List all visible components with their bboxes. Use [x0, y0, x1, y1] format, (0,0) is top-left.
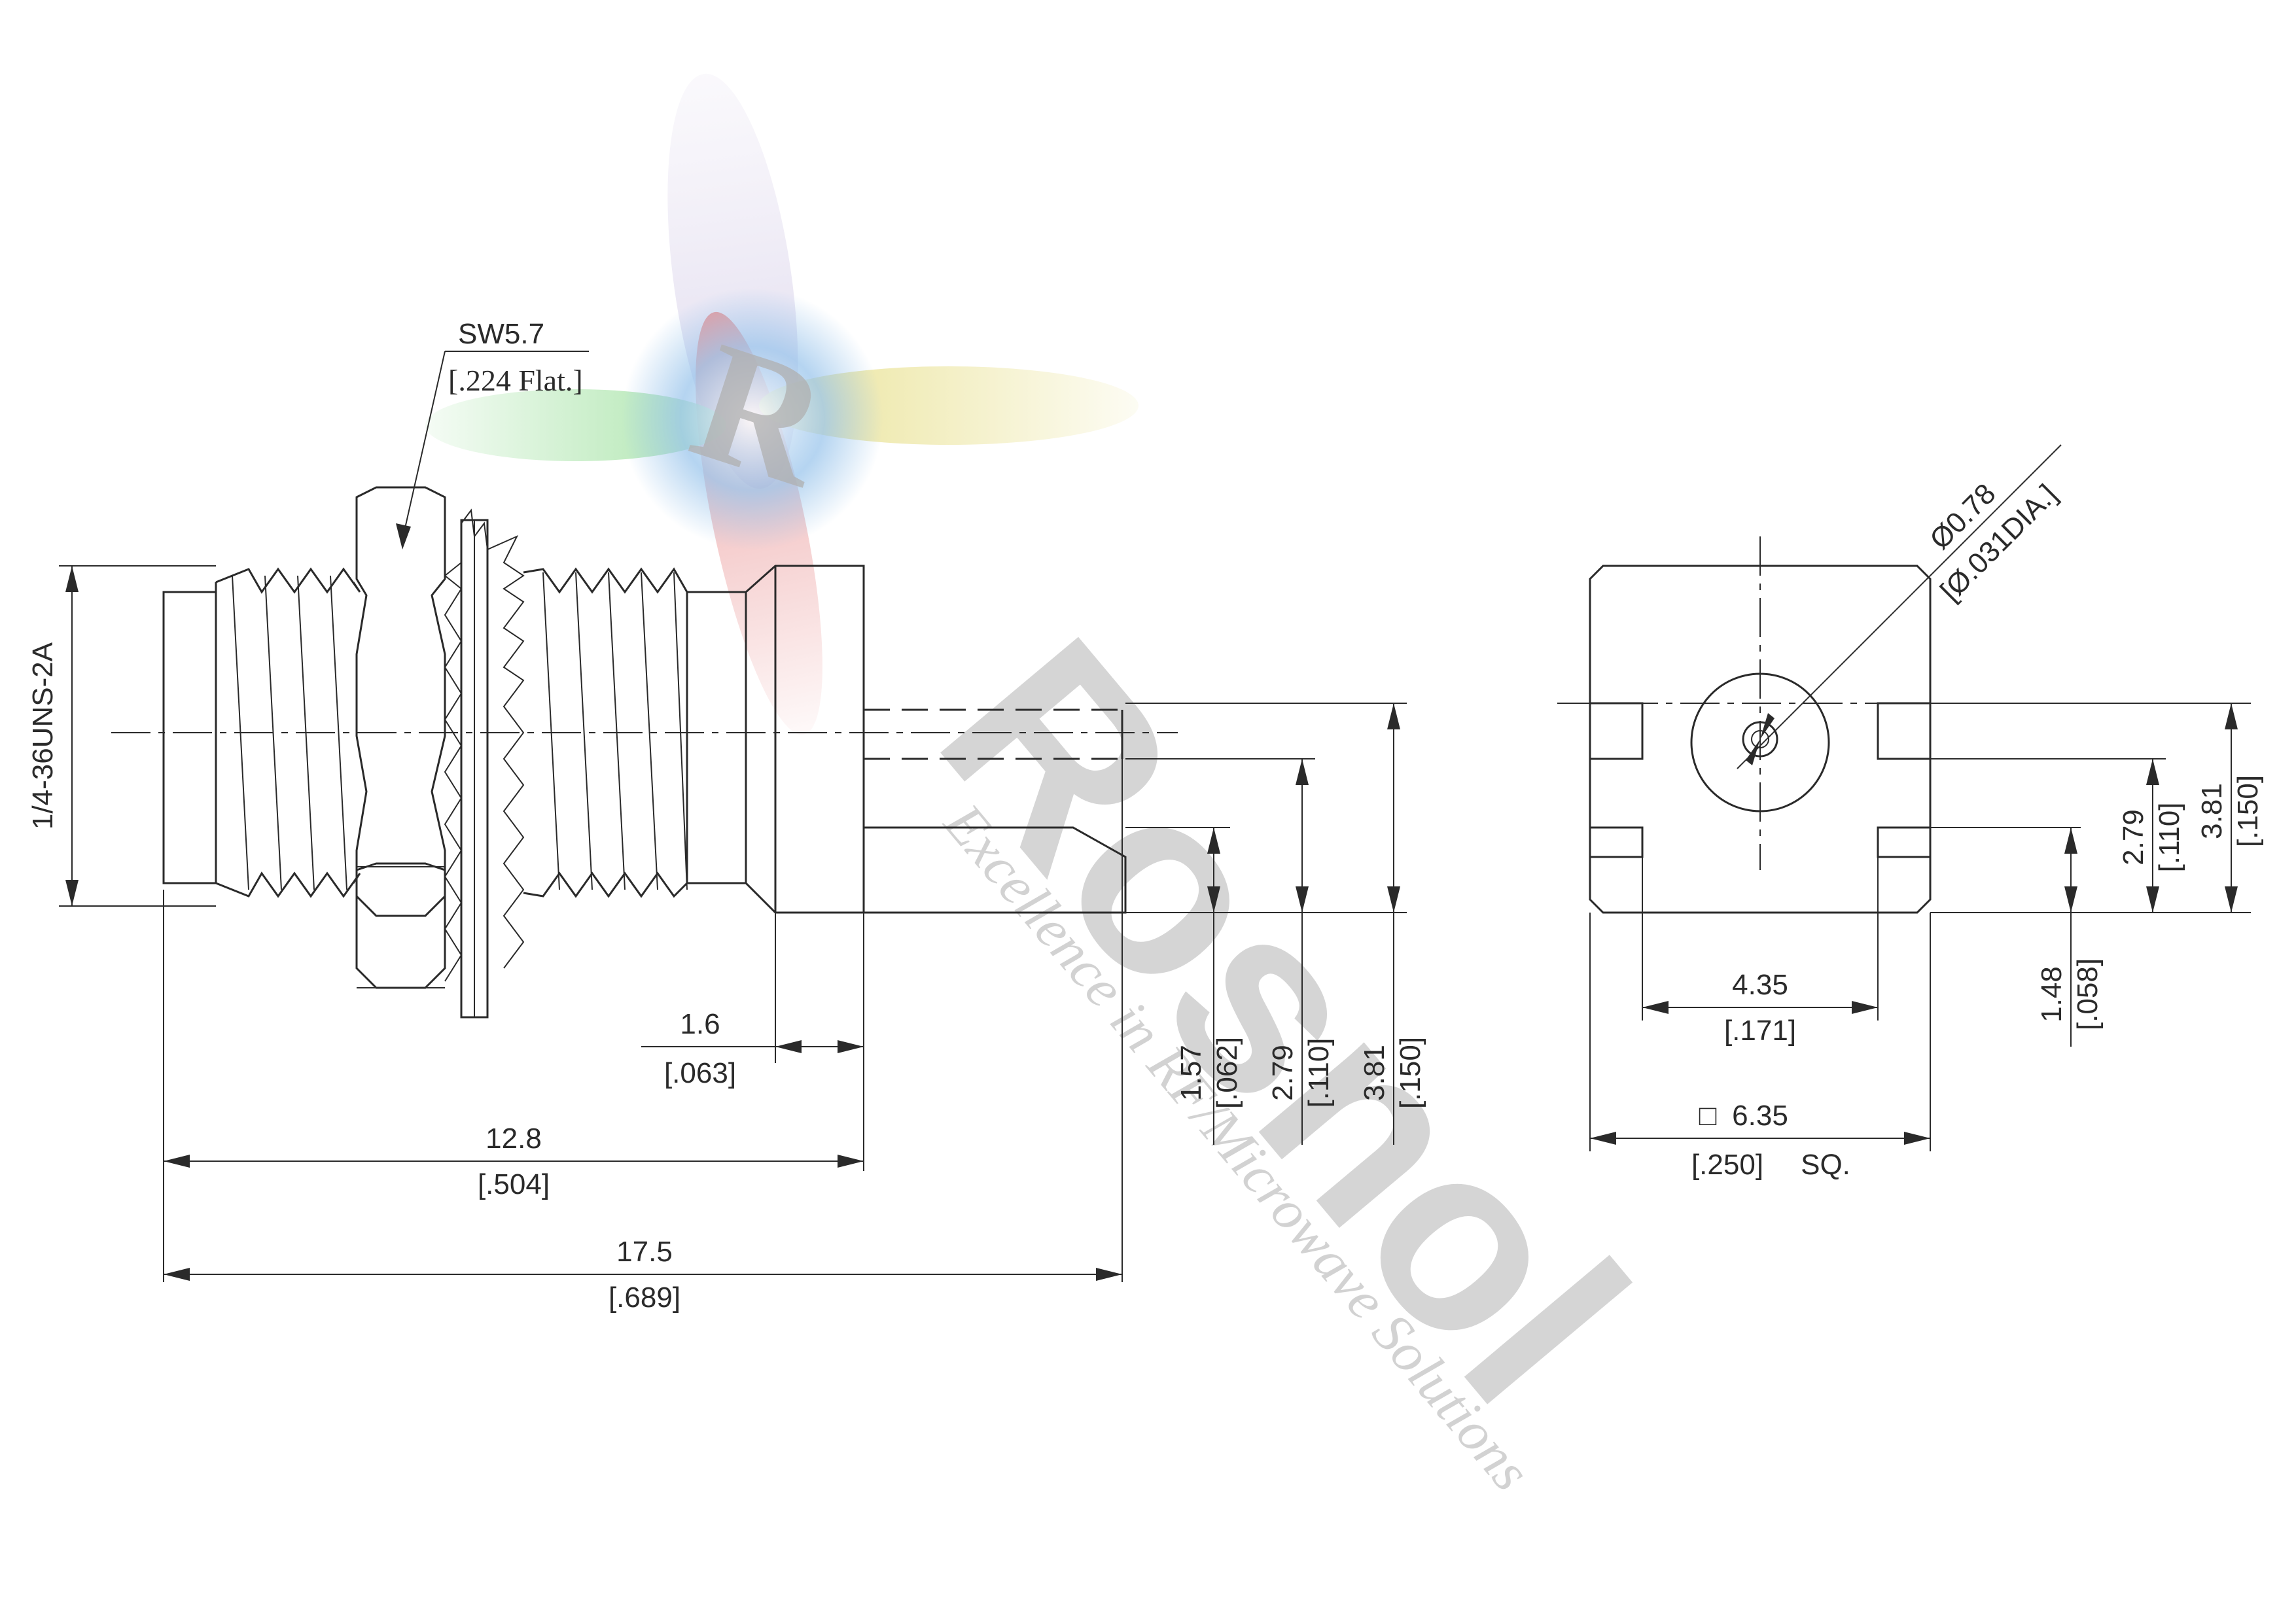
- flange-thickness-imperial: [.063]: [664, 1057, 736, 1089]
- mounting-slots: [1589, 702, 1932, 858]
- square-flange: [1589, 565, 1932, 914]
- wrench-flat-callout: SW5.7 [.224 Flat.]: [396, 318, 589, 550]
- body-length-dimension: 12.8 [.504]: [163, 890, 864, 1282]
- leg-height-metric: 2.79: [1267, 1045, 1299, 1101]
- body-length-imperial: [.504]: [478, 1168, 550, 1200]
- lock-washer: [444, 508, 525, 1019]
- solder-leg: [864, 826, 1127, 914]
- pin-inner-circle: [1751, 730, 1769, 748]
- square-size-imperial: [.250]: [1691, 1149, 1763, 1181]
- pin-outer-circle: [1742, 721, 1778, 758]
- end-vertical-dimensions: 3.81 [.150] 2.79 [.110] 1.48 [.058]: [1930, 703, 2264, 1047]
- end-leg-height-imperial: [.110]: [2153, 803, 2185, 873]
- leg-height-imperial: [.110]: [1303, 1038, 1335, 1108]
- flange-height-metric: 3.81: [1358, 1045, 1390, 1101]
- flange-thickness-metric: 1.6: [680, 1008, 720, 1040]
- overall-length-imperial: [.689]: [609, 1282, 680, 1314]
- rear-body: [687, 591, 747, 884]
- wrench-flat-metric: SW5.7: [458, 318, 544, 350]
- front-barrel: [162, 591, 217, 884]
- pin-offset-metric: 1.57: [1175, 1045, 1207, 1101]
- square-size-metric: 6.35: [1732, 1100, 1788, 1132]
- wrench-flat-imperial: [.224 Flat.]: [448, 364, 583, 397]
- brand-watermark: Rosnol: [887, 587, 1681, 1454]
- rear-thread: [523, 567, 688, 898]
- end-leg-height-metric: 2.79: [2117, 809, 2149, 865]
- dielectric-circle: [1690, 672, 1830, 812]
- hex-nut: [355, 486, 446, 989]
- leg-spacing-dimension: 4.35 [.171]: [1642, 857, 1879, 1047]
- overall-length-metric: 17.5: [616, 1236, 673, 1268]
- square-symbol: □: [1699, 1100, 1717, 1132]
- leg-offset-metric: 1.48: [2036, 966, 2068, 1022]
- thread-spec-label: 1/4-36UNS-2A: [27, 642, 59, 829]
- body-length-metric: 12.8: [486, 1123, 542, 1155]
- square-size-dimension: □ 6.35 [.250] SQ.: [1589, 913, 1931, 1181]
- thread-spec-dimension: 1/4-36UNS-2A: [27, 565, 216, 907]
- leg-spacing-imperial: [.171]: [1724, 1015, 1796, 1047]
- end-flange-height-metric: 3.81: [2196, 783, 2228, 839]
- leg-spacing-metric: 4.35: [1732, 969, 1788, 1001]
- front-thread: [215, 567, 361, 898]
- overall-length-dimension: 17.5 [.689]: [164, 759, 1123, 1314]
- pin-diameter-callout: Ø0.78 [Ø.031DIA.]: [1737, 444, 2063, 769]
- end-flange-height-imperial: [.150]: [2232, 775, 2264, 847]
- pin-offset-imperial: [.062]: [1211, 1037, 1243, 1109]
- center-pin: [864, 708, 1123, 760]
- brand-logo-icon: R: [425, 73, 1139, 735]
- flange-height-imperial: [.150]: [1394, 1037, 1426, 1109]
- flange-thickness-dimension: 1.6 [.063]: [641, 913, 864, 1089]
- side-view: SW5.7 [.224 Flat.] 1/4-36UNS-2A 1.6 [.06…: [27, 318, 1426, 1314]
- end-view: Ø0.78 [Ø.031DIA.] 4.35 [.171] □ 6.35 [.2…: [1557, 444, 2264, 1181]
- leg-offset-imperial: [.058]: [2072, 958, 2104, 1030]
- square-size-suffix: SQ.: [1801, 1149, 1850, 1181]
- side-vertical-dimensions: 1.57 [.062] 2.79 [.110] 3.81 [.150]: [1125, 703, 1426, 1145]
